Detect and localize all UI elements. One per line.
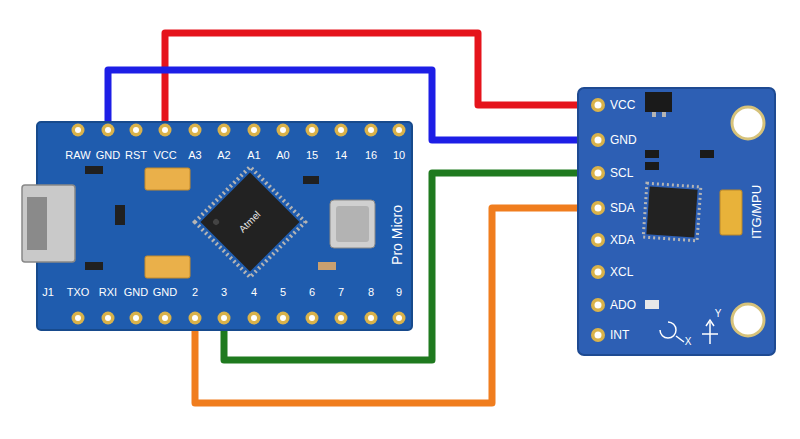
pin-label: INT <box>610 329 629 341</box>
resistor <box>700 150 714 158</box>
pin-label: VCC <box>153 150 176 161</box>
resistor <box>303 176 319 184</box>
regulator-leg <box>652 112 656 117</box>
axis-label: Y <box>715 309 722 319</box>
pin-label: 10 <box>393 150 405 161</box>
capacitor <box>145 168 190 190</box>
sensor-chip <box>643 183 701 241</box>
pin-label: J1 <box>42 287 54 298</box>
pin-label: GND <box>124 287 148 298</box>
pin-label: RXI <box>99 287 117 298</box>
regulator-leg <box>662 112 666 117</box>
voltage-regulator <box>645 92 672 112</box>
pin-label: 8 <box>368 287 374 298</box>
pin-label: 3 <box>221 287 227 298</box>
crystal <box>330 200 375 248</box>
resistor <box>85 166 103 174</box>
mpu-module-board <box>578 88 775 355</box>
jumper-wire <box>165 33 578 122</box>
pin-label: TXO <box>67 287 90 298</box>
resistor <box>85 262 103 270</box>
header-holes <box>595 102 602 339</box>
capacitor <box>145 256 190 278</box>
pin-label: XCL <box>610 266 633 278</box>
pin-label: 16 <box>365 150 377 161</box>
resistor <box>645 162 659 170</box>
pro-micro-board: RAW GND RST VCC A3 A2 A1 A0 15 14 16 10J1 TXO RXI GND G… <box>37 122 412 330</box>
pin-label: GND <box>153 287 177 298</box>
pin-label: 5 <box>280 287 286 298</box>
pin-label: 2 <box>192 287 198 298</box>
pin-label: RST <box>125 150 147 161</box>
resistor <box>645 150 659 158</box>
usb-connector <box>22 185 75 262</box>
pin-label: 7 <box>338 287 344 298</box>
mounting-hole <box>732 107 764 139</box>
pin-label: 9 <box>396 287 402 298</box>
pin-label: VCC <box>610 99 635 111</box>
pin-label: 4 <box>251 287 257 298</box>
chip-marking: Atmel <box>237 209 262 234</box>
board-name: ITG/MPU <box>750 185 763 239</box>
crystal-top <box>336 206 369 242</box>
led <box>645 300 659 309</box>
usb-opening <box>27 197 47 250</box>
mpu-module-board: VCC GND SCL SDA XDA XCL ADO INT ITG/MPU X Y <box>578 88 775 355</box>
pin-label: A0 <box>276 150 289 161</box>
pin-label: SCL <box>610 167 633 179</box>
mounting-hole <box>732 304 764 336</box>
pin-label: GND <box>610 134 637 146</box>
microcontroller-chip <box>195 167 305 277</box>
header-holes <box>75 127 402 321</box>
header-pads <box>72 124 406 325</box>
capacitor <box>318 262 336 270</box>
pin-label: XDA <box>610 234 635 246</box>
pin-label: RAW <box>65 150 90 161</box>
pin-label: 15 <box>306 150 318 161</box>
pin-label: A2 <box>217 150 230 161</box>
pin-label: 14 <box>335 150 347 161</box>
pin-label: 6 <box>309 287 315 298</box>
diode <box>115 205 125 225</box>
board-name: Pro Micro <box>390 205 404 265</box>
axis-label: X <box>685 337 692 347</box>
pro-micro-board <box>22 122 412 330</box>
pin-label: A3 <box>188 150 201 161</box>
pin-label: ADO <box>610 299 636 311</box>
pin-label: A1 <box>247 150 260 161</box>
pin-label: SDA <box>610 202 635 214</box>
header-pads <box>591 98 605 342</box>
tantalum-capacitor <box>720 190 742 235</box>
pin-label: GND <box>96 150 120 161</box>
